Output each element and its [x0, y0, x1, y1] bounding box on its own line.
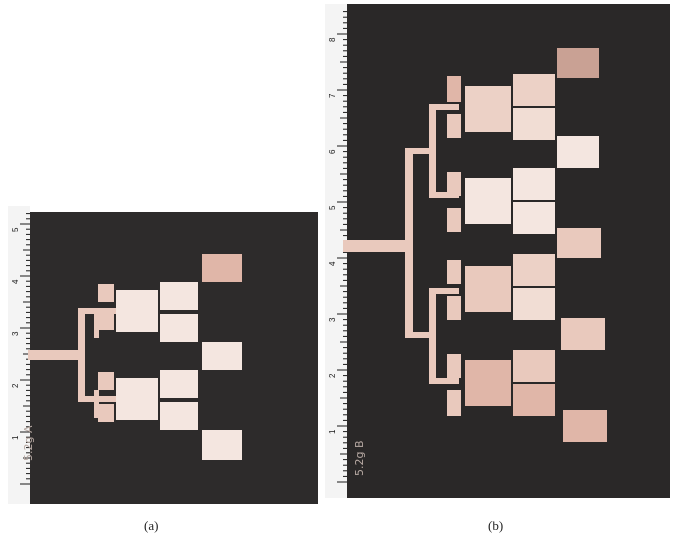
patch — [202, 342, 242, 370]
feed-line — [28, 350, 80, 360]
patch — [447, 172, 461, 196]
ruler-number: 5 — [328, 205, 337, 210]
photo-panel-a: 1 2 3 4 5 5.2g A — [8, 206, 318, 504]
sub-trunk-upper — [94, 310, 99, 338]
patch — [465, 266, 511, 312]
patch — [116, 290, 158, 332]
patch — [447, 296, 461, 320]
patch — [513, 384, 555, 416]
feed-line — [343, 240, 409, 252]
patch — [513, 74, 555, 106]
patch — [557, 228, 601, 258]
ruler-number: 5 — [11, 227, 20, 232]
sub-trunk — [429, 104, 436, 198]
patch — [561, 318, 605, 350]
patch — [563, 410, 607, 442]
patch — [513, 202, 555, 234]
patch — [447, 208, 461, 232]
sub-trunk — [429, 288, 436, 384]
caption-b: (b) — [488, 518, 504, 533]
patch — [513, 350, 555, 382]
ruler-number: 3 — [328, 317, 337, 322]
trunk-line — [405, 148, 413, 338]
branch-upper — [405, 148, 435, 154]
patch — [202, 254, 242, 282]
sub-trunk-lower — [94, 390, 99, 418]
patch — [465, 360, 511, 406]
patch — [447, 76, 461, 102]
patch — [465, 178, 511, 224]
ruler-number: 2 — [328, 373, 337, 378]
patch — [202, 430, 242, 460]
ruler-number: 8 — [328, 37, 337, 42]
ruler-number: 4 — [11, 279, 20, 284]
patch — [160, 402, 198, 430]
patch — [160, 314, 198, 342]
sub-branch — [429, 104, 459, 110]
ruler-number: 2 — [11, 383, 20, 388]
patch — [447, 114, 461, 138]
sub-branch — [429, 192, 459, 198]
patch — [513, 254, 555, 286]
patch — [447, 260, 461, 284]
ruler-number: 1 — [11, 435, 20, 440]
ruler: 1 2 3 4 5 — [8, 206, 30, 504]
patch — [447, 354, 461, 378]
board-label: 5.2g A — [22, 425, 35, 461]
ruler-number: 1 — [328, 429, 337, 434]
photo-panel-b: 1 2 3 4 5 6 7 8 5.2g B — [325, 4, 670, 498]
patch — [98, 312, 114, 330]
sub-branch — [429, 378, 459, 384]
ruler: 1 2 3 4 5 6 7 8 — [325, 4, 347, 498]
patch — [513, 108, 555, 140]
patch — [557, 48, 599, 78]
patch — [513, 168, 555, 200]
trunk-line — [78, 308, 85, 402]
patch — [98, 372, 114, 390]
patch — [98, 404, 114, 422]
patch — [465, 86, 511, 132]
patch — [98, 284, 114, 302]
patch — [160, 370, 198, 398]
board-label: 5.2g B — [353, 440, 366, 476]
ruler-number: 3 — [11, 331, 20, 336]
patch — [447, 390, 461, 416]
ruler-number: 6 — [328, 149, 337, 154]
patch — [116, 378, 158, 420]
ruler-number: 7 — [328, 93, 337, 98]
caption-a: (a) — [144, 518, 159, 533]
ruler-number: 4 — [328, 261, 337, 266]
branch-lower — [405, 332, 435, 338]
patch — [557, 136, 599, 168]
patch — [513, 288, 555, 320]
patch — [160, 282, 198, 310]
sub-branch — [429, 288, 459, 294]
